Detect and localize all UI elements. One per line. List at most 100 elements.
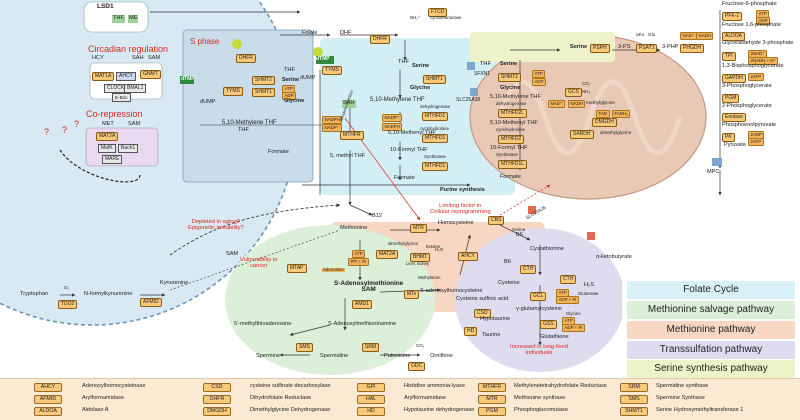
h2s-label: H₂S [584, 282, 594, 288]
bpg-label: 1,3-Bisphosphoglycerate [722, 63, 784, 69]
abbr-name: Hypotaurine dehydrogenase [404, 407, 475, 413]
glycine-cyto-label: Glycine [410, 85, 431, 91]
putrescine-label: Putrescine [384, 353, 411, 359]
h2o-met-label: H₂O [435, 247, 444, 252]
thf-sphase-label: THF [284, 67, 295, 73]
formate-sphase-label: Formate [268, 149, 289, 155]
mthfr-enzyme: MTHFR [340, 131, 364, 140]
thf-mito-label: THF [480, 61, 491, 67]
methylene-thf-mito-label: 5,10-Methylene THF [490, 94, 541, 100]
nadh-mito: NADH [568, 100, 586, 108]
purine-synthesis-label: Purine synthesis [440, 187, 485, 193]
legend-methionine-pathway-label: Methionine pathway [666, 324, 756, 335]
f6p-label: Fructose-6-phosphate [722, 1, 777, 7]
atp-glyc-2: 2ATP [748, 138, 764, 146]
serine-synthesis-region [470, 32, 615, 62]
hcy-label: HCY [92, 55, 104, 61]
hd-enzyme: HD [464, 327, 478, 336]
serine-synth-label: Serine [570, 44, 588, 50]
abbr-name: Dihydrofolate Reductase [250, 395, 312, 401]
o2-label: O₂ [64, 285, 70, 290]
dhfr-enzyme: DHFR [370, 35, 390, 44]
mafk-gene: MafK [98, 144, 116, 153]
nad-serine: NAD⁺ [680, 32, 697, 40]
mare-gene: MARE [102, 155, 123, 164]
abbr-code: MTHFR [478, 383, 506, 392]
abbr-code: DHFR [203, 395, 231, 404]
gcl-enzyme: GCL [530, 292, 547, 301]
mthfd2-enzyme: MTHFD2 [498, 135, 525, 144]
adppi-ts-2: ADP + Pi [562, 324, 585, 332]
legend-folate-cycle: Folate Cycle [627, 281, 795, 299]
g3p-label: Glyceraldehyde 3-phosphate [722, 40, 794, 46]
tyms-enzyme: TYMS [322, 66, 342, 75]
aldoa-enzyme: ALDOA [722, 32, 745, 41]
abbr-code: ALDOA [34, 407, 62, 416]
methionine-label: Methionine [340, 225, 368, 231]
co2-mito-label: CO₂ [582, 81, 591, 86]
adp-sphase: ADP [282, 92, 297, 100]
dimethylglycine-mito-label: dimethylglycine [600, 130, 632, 135]
fad-mito: FAD [596, 110, 610, 118]
abbr-name: Spermine Synthase [656, 395, 705, 401]
cyclodeaminase-label: cyclodeaminase [430, 15, 462, 20]
synthetase-mito-label: Synthetase [496, 152, 518, 157]
shmt2-sphase-enzyme: SHMT2 [252, 76, 275, 85]
abbr-code: AFMID [34, 395, 62, 404]
legend-serine-synthesis: Serine synthesis pathway [627, 360, 795, 378]
ahcy-enzyme: AHCY [458, 252, 478, 261]
legend-methionine-pathway: Methionine pathway [627, 321, 795, 339]
pg3-label: 3-Phosphoglycerate [722, 83, 772, 89]
abbr-code: HAL [357, 395, 385, 404]
dump-sphase-label: dUMP [200, 99, 216, 105]
methylation-label: Methylation [418, 275, 441, 280]
salvage-region [225, 225, 435, 375]
b6-label: B6 [516, 232, 523, 238]
dtmp-sphase-label: dTMP [181, 76, 195, 82]
fadh2-mito: FADH₂ [612, 110, 631, 118]
sah-nucleus-label: SAH [132, 55, 144, 61]
dmgdh-enzyme: DMGDH [592, 118, 617, 127]
legend-transsulfation: Transsulfation pathway [627, 341, 795, 359]
cyclohydrolase-mito-label: cyclohydrolase [496, 127, 526, 132]
s-phase-title: S phase [190, 37, 220, 46]
cbs-enzyme: CBS [488, 216, 505, 225]
mat2a-nucleus-enzyme: MAT2A [96, 132, 119, 141]
tyms-sphase-enzyme: TYMS [223, 87, 243, 96]
psph-enzyme: PSPH [590, 44, 610, 53]
spermidine-label: Spermidine [320, 353, 349, 359]
question-mark-1: ? [44, 127, 50, 137]
vulnerability-cancer-note: Vulnerability in cancer [240, 257, 278, 269]
serine-sphase-label: Serine [282, 77, 300, 83]
ebox-gene: E-Box [112, 93, 131, 102]
spermine-label: Spermine [256, 353, 280, 359]
pyruvate-label: Pyruvate [724, 142, 747, 148]
abbr-name: Phosphoglucomutase [514, 407, 568, 413]
nadp-cyto-1: NADP⁺ [382, 114, 402, 122]
tpi-enzyme: TPI [722, 52, 736, 61]
abbr-name: Serine Hydroxymethyltransferase 1 [656, 407, 744, 413]
amd1-enzyme: AMD1 [352, 300, 372, 309]
mthfd1-cyclohydrolase-enzyme: MTHFD1 [422, 134, 449, 143]
abbr-code: PGM [478, 407, 506, 416]
cth-enzyme-2: CTH [560, 275, 577, 284]
methenyl-thf-cyto-label: 5,10-Methenyl THF [388, 130, 436, 136]
formate-mito-label: Formate [500, 174, 521, 180]
nadp-cyto-2: NADP⁺ [322, 124, 342, 132]
mts-enzyme: MTs [404, 290, 420, 299]
adp-mito: ADP [532, 78, 547, 86]
abbr-name: Aldolase A [82, 407, 109, 413]
abbr-name: Methylenetetrahydrofolate Reductase [514, 383, 607, 389]
mthfd1-dehydrogenase-enzyme: MTHFD1 [422, 112, 449, 121]
mat1a-enzyme: MAT1A [92, 72, 115, 81]
sardh-enzyme: SARDH [570, 130, 594, 139]
limiting-factor-note: Limiting factor in Cellular reprogrammin… [430, 203, 491, 215]
dhfr-sphase-enzyme: DHFR [236, 54, 256, 63]
legend-transsulfation-label: Transsulfation pathway [659, 344, 763, 355]
cth-enzyme-1: CTH [520, 265, 537, 274]
cystathionine-label: Cystathionine [530, 246, 564, 252]
ornithine-label: Ornithine [430, 353, 453, 359]
adenosine-label: Adenosine [322, 267, 345, 273]
nadh-serine: NADH [696, 32, 714, 40]
glycine-sphase-label: Glycine [284, 98, 305, 104]
